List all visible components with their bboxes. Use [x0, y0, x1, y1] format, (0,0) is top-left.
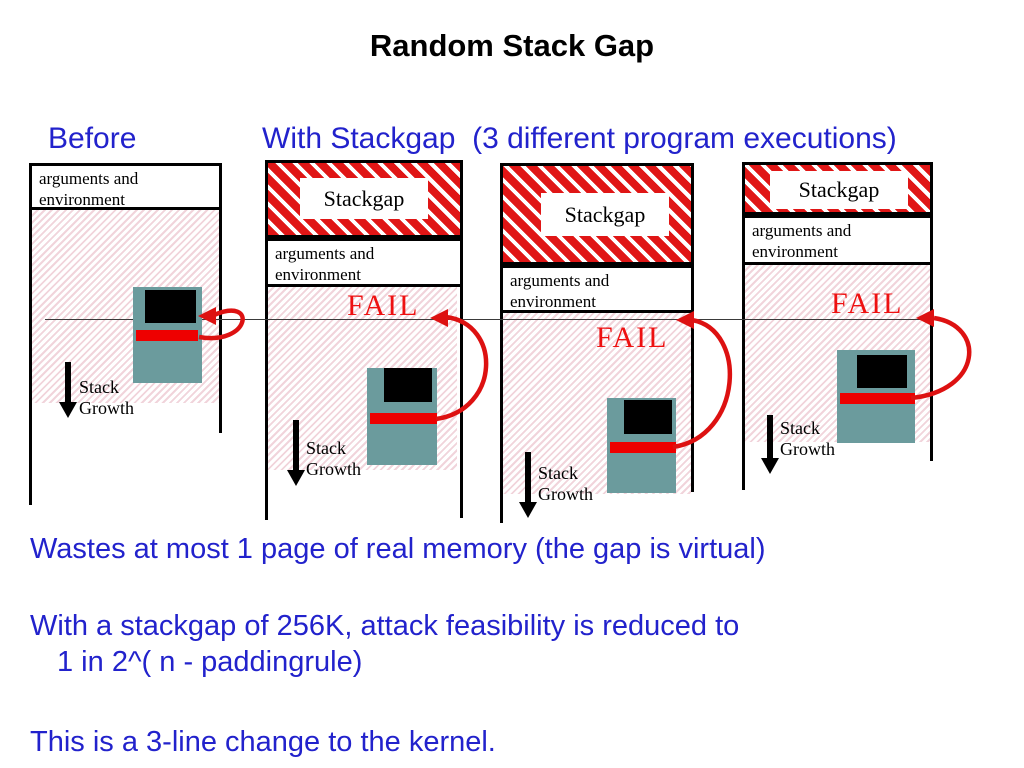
- stack-growth-arrowhead-icon: [287, 470, 305, 486]
- stack-growth-arrow-icon: [525, 452, 531, 502]
- fail-label: FAIL: [831, 287, 904, 320]
- args-env-label: arguments and environment: [39, 169, 139, 209]
- stackgap-hatch-box: Stackgap: [742, 162, 933, 215]
- stackgap-label: Stackgap: [300, 178, 428, 219]
- box-border: [29, 163, 32, 505]
- computer-red-bar: [370, 413, 437, 424]
- args-env-label: arguments and environment: [752, 221, 852, 261]
- redirect-arrow-icon: [198, 308, 972, 450]
- computer-red-bar: [840, 393, 915, 404]
- args-env-box: arguments and environment: [500, 265, 694, 313]
- computer-icon: [607, 398, 676, 493]
- note-probability: 1 in 2^( n - paddingrule): [57, 646, 363, 678]
- note-stackgap-256k: With a stackgap of 256K, attack feasibil…: [30, 610, 740, 642]
- stackgap-label: Stackgap: [770, 171, 908, 209]
- args-env-label: arguments and environment: [275, 244, 375, 284]
- stackgap-hatch-box: Stackgap: [265, 160, 463, 238]
- stack-growth-arrow-icon: [293, 420, 299, 470]
- box-border: [265, 160, 268, 520]
- fail-label: FAIL: [347, 289, 420, 322]
- stack-growth-arrow-icon: [767, 415, 773, 458]
- args-env-box: arguments and environment: [265, 238, 463, 287]
- stack-growth-arrow-icon: [65, 362, 71, 402]
- box-border: [219, 163, 222, 433]
- computer-screen: [624, 400, 672, 434]
- fail-label: FAIL: [596, 321, 669, 354]
- stack-growth-arrowhead-icon: [519, 502, 537, 518]
- computer-screen: [145, 290, 196, 323]
- stack-growth-arrowhead-icon: [761, 458, 779, 474]
- computer-icon: [133, 287, 202, 383]
- computer-icon: [367, 368, 437, 465]
- stack-growth-arrowhead-icon: [59, 402, 77, 418]
- slide-title: Random Stack Gap: [369, 28, 655, 63]
- computer-red-bar: [610, 442, 676, 453]
- label-before: Before: [48, 122, 137, 155]
- args-env-box: arguments and environment: [29, 163, 222, 210]
- reference-line: [45, 319, 933, 320]
- box-border: [460, 160, 463, 518]
- box-border: [500, 163, 503, 523]
- box-border: [742, 162, 745, 490]
- args-env-box: arguments and environment: [742, 215, 933, 265]
- label-with-stackgap: With Stackgap (3 different program execu…: [262, 122, 897, 155]
- args-env-label: arguments and environment: [510, 271, 610, 311]
- note-kernel-change: This is a 3-line change to the kernel.: [30, 726, 496, 758]
- redirect-arrowhead-icon: [198, 307, 934, 329]
- stackgap-label: Stackgap: [541, 193, 669, 236]
- computer-icon: [837, 350, 915, 443]
- computer-screen: [857, 355, 907, 388]
- computer-red-bar: [136, 330, 198, 341]
- computer-screen: [384, 368, 432, 402]
- note-wastes: Wastes at most 1 page of real memory (th…: [30, 533, 766, 565]
